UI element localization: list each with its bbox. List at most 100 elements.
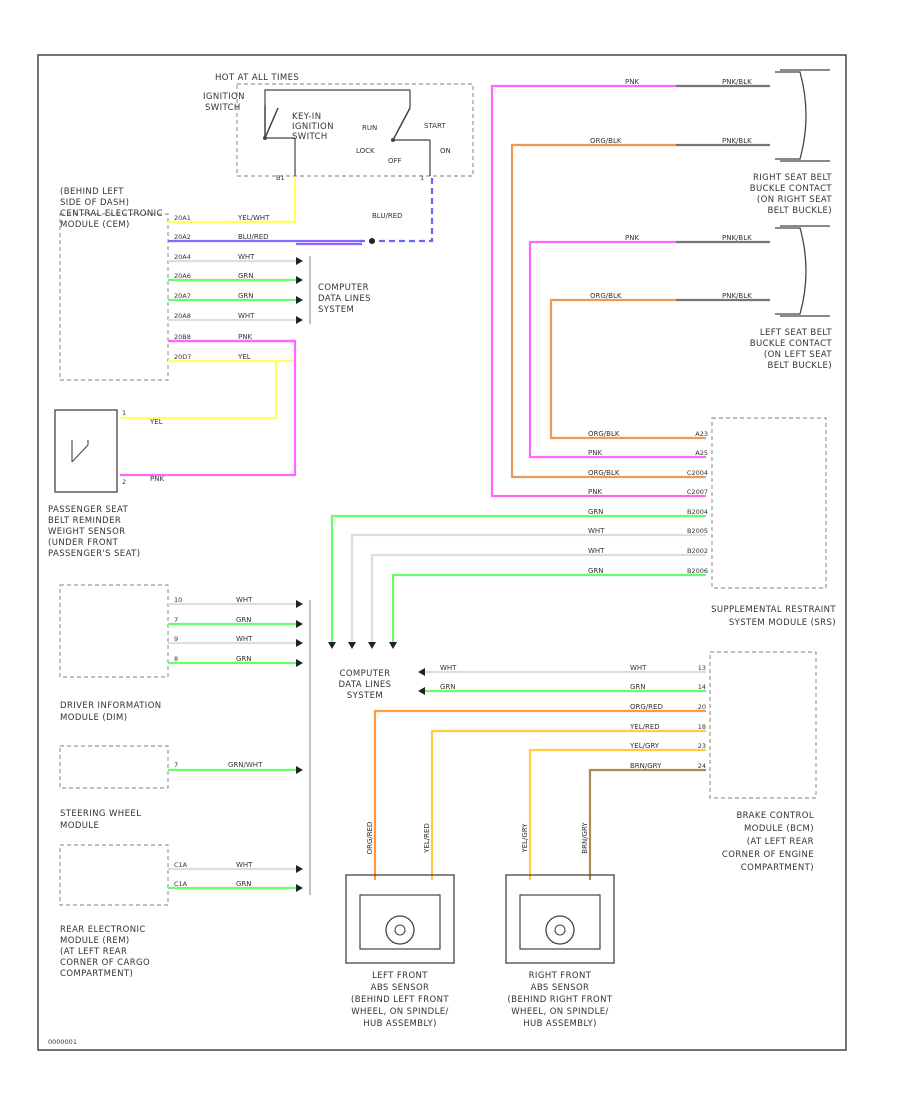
bcm-label-line: COMPARTMENT) bbox=[741, 863, 814, 873]
left-abs-label-line: LEFT FRONT bbox=[372, 971, 428, 981]
dim-box bbox=[59, 584, 169, 678]
abs-sensors: ORG/RED YEL/RED LEFT FRONT ABS SENSOR (BEHIN… bbox=[345, 822, 615, 1029]
right-abs-label-line: (BEHIND RIGHT FRONT bbox=[508, 995, 613, 1005]
srs-wire-label: PNK bbox=[588, 449, 602, 457]
seat-pin: 1 bbox=[122, 409, 126, 417]
connector-blu-red bbox=[369, 238, 375, 244]
bcm-wire-label: ORG/RED bbox=[630, 703, 663, 711]
bcm-wire-label: YEL/GRY bbox=[629, 742, 660, 750]
key-in-label-line: SWITCH bbox=[292, 132, 328, 142]
rem-wire-label: GRN bbox=[236, 880, 252, 888]
right-abs-box bbox=[505, 874, 615, 964]
bcm-pin: 18 bbox=[698, 723, 706, 731]
right-abs-label-line: HUB ASSEMBLY) bbox=[523, 1019, 597, 1029]
rem-wire-label: WHT bbox=[236, 861, 253, 869]
bcm-wire-label: GRN bbox=[630, 683, 646, 691]
connector-arrow bbox=[296, 639, 303, 647]
connector-arrow bbox=[368, 642, 376, 649]
right-abs-wire-label: BRN/GRY bbox=[581, 822, 589, 854]
right-wire-label: ORG/BLK bbox=[590, 137, 622, 145]
swm-wire-label: GRN/WHT bbox=[228, 761, 263, 769]
right-abs-sensor-core bbox=[554, 924, 566, 936]
left-wire-label: PNK bbox=[625, 234, 639, 242]
computer-data-lines-2-label: SYSTEM bbox=[347, 691, 383, 701]
connector-arrow bbox=[296, 659, 303, 667]
rem-label-line: REAR ELECTRONIC bbox=[60, 925, 146, 935]
seat-sensor-switch-icon bbox=[71, 440, 89, 463]
cem-wire-label: WHT bbox=[238, 312, 255, 320]
cem-pin: 20A4 bbox=[174, 253, 191, 261]
bcm-pin: 13 bbox=[698, 664, 706, 672]
ignition-internal-wire bbox=[264, 89, 410, 105]
rem-label-line: MODULE (REM) bbox=[60, 936, 130, 946]
connector-arrow bbox=[296, 316, 303, 324]
left-label-line: BELT BUCKLE) bbox=[768, 361, 832, 371]
start-label: START bbox=[424, 122, 446, 130]
right-abs-wire-label: YEL/GRY bbox=[521, 823, 529, 854]
left-abs-label-line: ABS SENSOR bbox=[371, 983, 430, 993]
srs-wire-label: GRN bbox=[588, 567, 604, 575]
srs-wire-label: WHT bbox=[588, 527, 605, 535]
srs-label-line: SUPPLEMENTAL RESTRAINT bbox=[711, 605, 836, 615]
left-abs-wire-label: YEL/RED bbox=[423, 823, 431, 854]
right-wire-label: PNK/BLK bbox=[722, 137, 752, 145]
left-abs-wire-label: ORG/RED bbox=[366, 822, 374, 855]
wire-org-blk-right-buckle bbox=[510, 143, 706, 479]
rem-pin: C1A bbox=[174, 861, 188, 869]
seat-sensor-label-line: PASSENGER SEAT bbox=[48, 505, 129, 515]
computer-data-lines-label: DATA LINES bbox=[318, 294, 371, 304]
dim-wire-label: WHT bbox=[236, 635, 253, 643]
cem-label-line: (BEHIND LEFT bbox=[60, 187, 124, 197]
connector-arrow bbox=[418, 687, 425, 695]
srs-wire-label: ORG/BLK bbox=[588, 469, 620, 477]
left-wire-label: PNK/BLK bbox=[722, 234, 752, 242]
dim-wire-label: WHT bbox=[236, 596, 253, 604]
left-label-line: BUCKLE CONTACT bbox=[750, 339, 833, 349]
connector-arrow bbox=[328, 642, 336, 649]
seat-sensor-label-line: WEIGHT SENSOR bbox=[48, 527, 125, 537]
rem-pin: C1A bbox=[174, 880, 188, 888]
wire-blu-red-ignition bbox=[360, 178, 434, 243]
swm-label-line: STEERING WHEEL bbox=[60, 809, 141, 819]
left-label-line: LEFT SEAT BELT bbox=[760, 328, 833, 338]
seat-sensor-box bbox=[54, 409, 118, 493]
ignition-switch-label-line: SWITCH bbox=[205, 103, 241, 113]
srs-pin: B2002 bbox=[687, 547, 708, 555]
bcm-wire-label: GRN bbox=[440, 683, 456, 691]
connector-arrow bbox=[296, 257, 303, 265]
srs-pin: A25 bbox=[695, 449, 708, 457]
bcm-pin: 20 bbox=[698, 703, 706, 711]
cem-wire-label: GRN bbox=[238, 272, 254, 280]
right-abs-label-line: WHEEL, ON SPINDLE/ bbox=[511, 1007, 609, 1017]
rem-label-line: CORNER OF CARGO bbox=[60, 958, 150, 968]
wire-pnk-right-buckle bbox=[490, 84, 706, 498]
left-buckle-icon bbox=[775, 227, 807, 315]
srs-wire-label: PNK bbox=[588, 488, 602, 496]
srs-pin: B2006 bbox=[687, 567, 708, 575]
dim-wire-label: GRN bbox=[236, 616, 252, 624]
srs-wire-grn bbox=[330, 514, 706, 645]
bcm-wire-brn-gry bbox=[588, 768, 706, 880]
cem-label-line: MODULE (CEM) bbox=[60, 220, 130, 230]
right-label-line: BELT BUCKLE) bbox=[768, 206, 832, 216]
cem-pin: 20A8 bbox=[174, 312, 191, 320]
connector-arrow bbox=[389, 642, 397, 649]
connector-arrow bbox=[296, 600, 303, 608]
computer-data-lines-2-label: COMPUTER bbox=[340, 669, 391, 679]
srs-pin: C2004 bbox=[687, 469, 708, 477]
diagram-frame bbox=[37, 54, 847, 1051]
right-abs-label-line: RIGHT FRONT bbox=[529, 971, 592, 981]
connector-arrow bbox=[296, 865, 303, 873]
run-label: RUN bbox=[362, 124, 377, 132]
dim-pin: 10 bbox=[174, 596, 182, 604]
b1-label: B1 bbox=[276, 174, 285, 182]
